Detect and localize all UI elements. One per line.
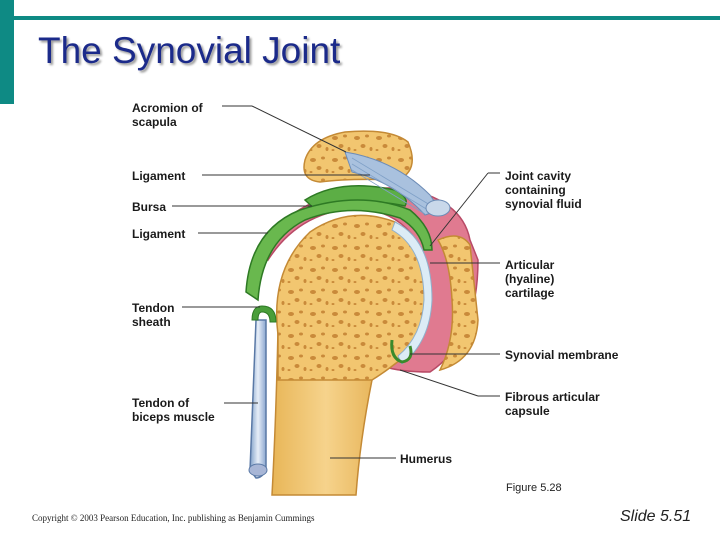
- copyright-notice: Copyright © 2003 Pearson Education, Inc.…: [32, 513, 315, 523]
- label-tendon-sheath: Tendon sheath: [132, 301, 178, 329]
- label-acromion: Acromion of scapula: [132, 101, 206, 129]
- synovial-sheath-shape: [245, 199, 433, 302]
- glenoid-cavity: [436, 235, 479, 372]
- label-bursa: Bursa: [132, 200, 166, 214]
- label-ligament-mid: Ligament: [132, 227, 185, 241]
- synovial-membrane-fold: [390, 339, 413, 364]
- label-humerus: Humerus: [400, 452, 452, 466]
- label-articular-cartilage: Articular (hyaline) cartilage: [505, 258, 558, 300]
- label-joint-cavity: Joint cavity containing synovial fluid: [505, 169, 582, 211]
- biceps-tendon: [249, 319, 267, 479]
- label-fibrous-capsule: Fibrous articular capsule: [505, 390, 603, 418]
- slide-number: Slide 5.51: [620, 508, 692, 525]
- label-ligament-top: Ligament: [132, 169, 185, 183]
- label-tendon-biceps: Tendon of biceps muscle: [132, 396, 215, 424]
- ligament-end: [425, 199, 451, 217]
- figure-caption: Figure 5.28: [506, 482, 562, 494]
- articular-cartilage: [391, 221, 433, 365]
- accent-line: [14, 16, 720, 20]
- label-synovial-membrane: Synovial membrane: [505, 348, 619, 362]
- slide-title: The Synovial Joint: [38, 30, 341, 71]
- accent-bar: [0, 0, 14, 104]
